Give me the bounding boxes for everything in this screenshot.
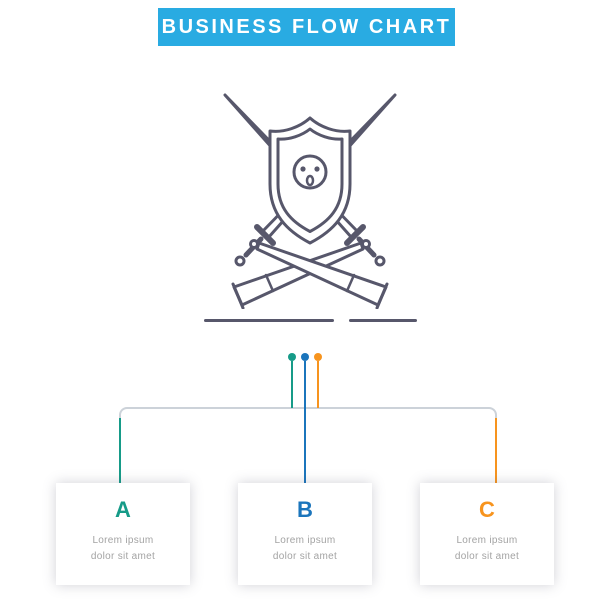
- dot-a: [288, 353, 296, 361]
- connector-line-b: [304, 361, 306, 483]
- emblem-underline-long: [204, 319, 334, 322]
- step-description-b: Lorem ipsum dolor sit amet: [238, 533, 372, 565]
- connector-stub-c: [317, 361, 319, 408]
- step-c-text-line2: dolor sit amet: [454, 551, 520, 562]
- step-label-a: A: [115, 497, 131, 522]
- connector-stub-a: [291, 361, 293, 408]
- skull-icon: [292, 154, 328, 190]
- step-b-text-line2: dolor sit amet: [272, 551, 338, 562]
- step-label-c: C: [479, 497, 495, 522]
- connector-bracket: [119, 407, 497, 419]
- banner: BUSINESS FLOW CHART: [158, 8, 455, 46]
- step-b-text-line1: Lorem ipsum: [274, 535, 336, 546]
- step-description-a: Lorem ipsum dolor sit amet: [56, 533, 190, 565]
- step-label-b: B: [297, 497, 313, 522]
- step-a-text-line2: dolor sit amet: [90, 551, 156, 562]
- shield-skull-swords-horns-icon: [223, 93, 397, 309]
- step-card-a: A Lorem ipsum dolor sit amet: [56, 483, 190, 585]
- step-description-c: Lorem ipsum dolor sit amet: [420, 533, 554, 565]
- horn-left-icon: [231, 239, 371, 309]
- horn-right-icon: [249, 239, 389, 309]
- page-title: BUSINESS FLOW CHART: [161, 15, 452, 38]
- step-c-text-line1: Lorem ipsum: [456, 535, 518, 546]
- dot-b: [301, 353, 309, 361]
- step-card-b: B Lorem ipsum dolor sit amet: [238, 483, 372, 585]
- connector-drop-c: [495, 418, 497, 483]
- connector-drop-a: [119, 418, 121, 483]
- step-card-c: C Lorem ipsum dolor sit amet: [420, 483, 554, 585]
- shield-icon: [268, 116, 352, 245]
- step-a-text-line1: Lorem ipsum: [92, 535, 154, 546]
- emblem-underline-short: [349, 319, 417, 322]
- dot-c: [314, 353, 322, 361]
